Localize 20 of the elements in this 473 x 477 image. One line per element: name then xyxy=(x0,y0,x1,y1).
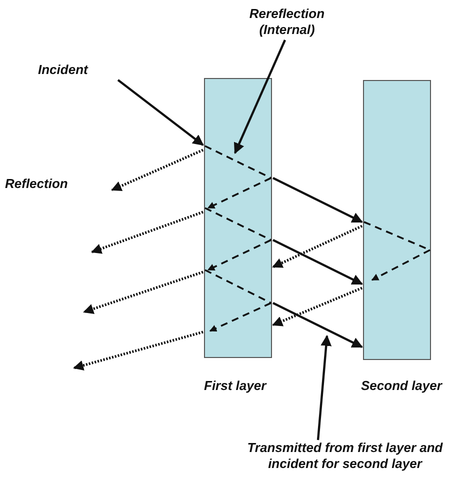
layer-label: Second layer xyxy=(361,378,444,394)
incident-ray xyxy=(117,79,204,146)
transmitted-ray xyxy=(272,239,363,285)
leader-line xyxy=(316,334,332,440)
callout-text: Transmitted from first layer and incident for second layer xyxy=(225,440,465,472)
leader-line xyxy=(234,40,286,154)
reflected-ray xyxy=(272,224,363,268)
layer-slab xyxy=(204,78,272,358)
layer-slab xyxy=(363,80,431,360)
ray-label: Reflection xyxy=(5,176,68,192)
transmitted-ray xyxy=(272,177,363,223)
layer-label: First layer xyxy=(204,378,268,394)
reflected-ray xyxy=(73,330,204,370)
ray-label: Incident xyxy=(38,62,118,78)
reflected-ray xyxy=(91,210,204,254)
reflected-ray xyxy=(111,148,204,192)
transmitted-ray xyxy=(272,302,363,348)
callout-text: Rereflection (Internal) xyxy=(232,6,342,38)
reflected-ray xyxy=(83,270,204,314)
reflected-ray xyxy=(272,286,362,326)
